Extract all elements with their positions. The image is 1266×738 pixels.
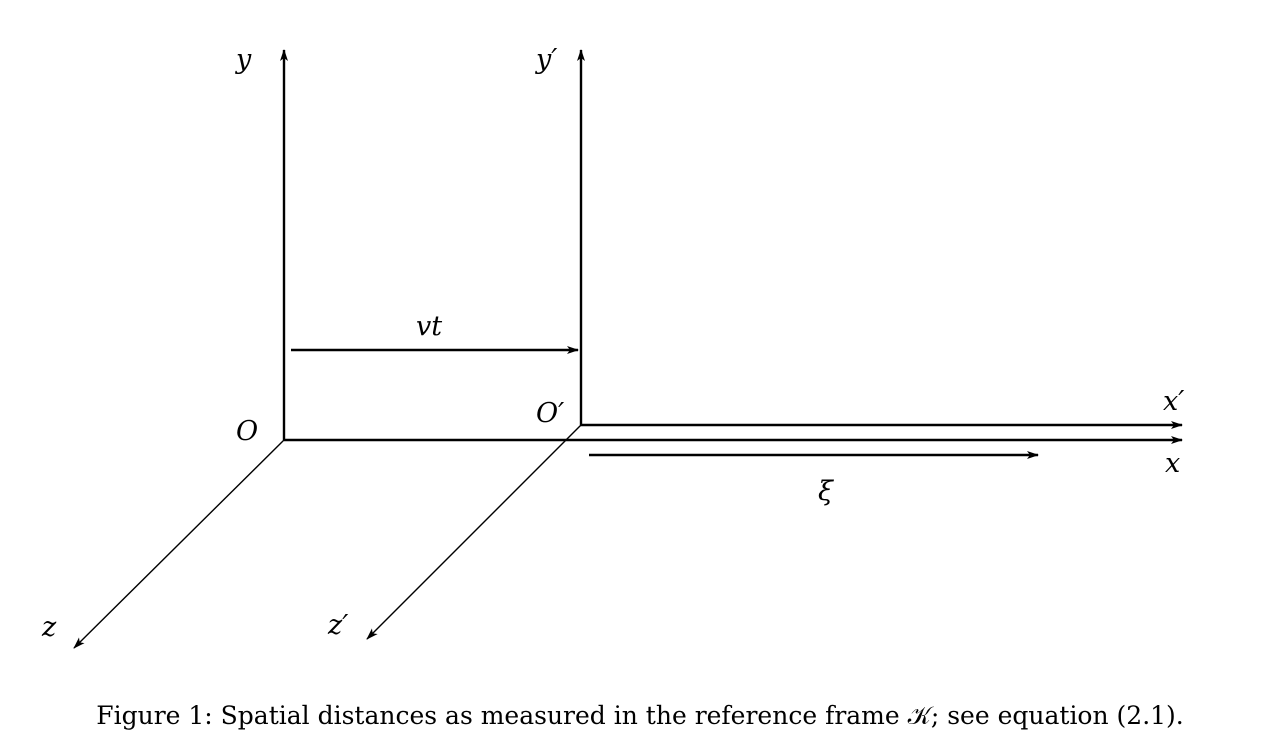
z-prime-axis xyxy=(366,424,582,640)
y-prime-axis-label: y′ xyxy=(535,44,557,75)
z-axis xyxy=(73,439,285,649)
y-axis-label: y xyxy=(235,44,252,75)
vt-label: vt xyxy=(416,311,442,342)
x-prime-axis-label: x′ xyxy=(1163,386,1184,417)
x-axis-label: x xyxy=(1165,448,1180,479)
origin-prime-label: O′ xyxy=(536,398,564,429)
xi-label: ξ xyxy=(818,476,834,507)
z-axis-label: z xyxy=(41,612,57,643)
z-prime-axis-label: z′ xyxy=(327,610,348,641)
figure-caption: Figure 1: Spatial distances as measured … xyxy=(96,701,1184,730)
origin-label: O xyxy=(236,416,258,447)
